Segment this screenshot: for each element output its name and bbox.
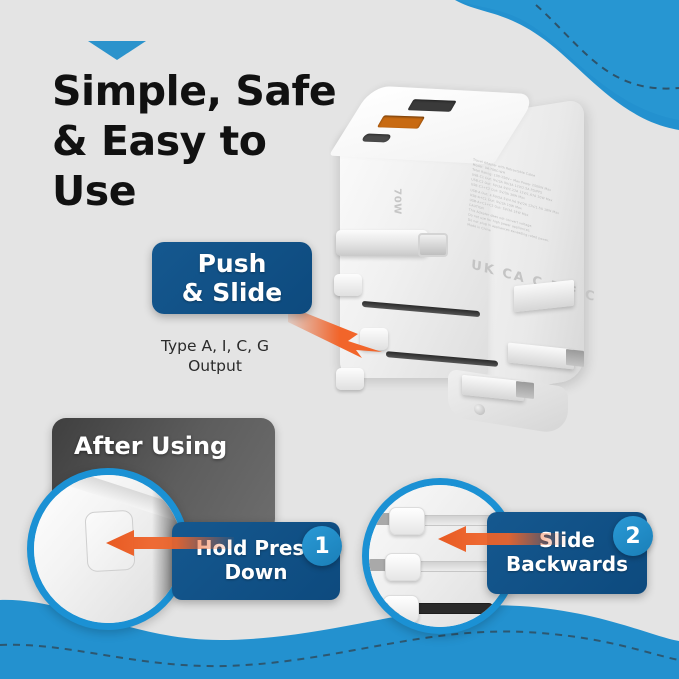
badge-push-slide-label: Push & Slide (181, 248, 283, 308)
step-2-tab-1 (371, 513, 393, 525)
arrow-hold-press-down (106, 530, 234, 556)
step-2-knob-2 (385, 553, 421, 581)
page-title: Simple, Safe & Easy to Use (52, 67, 337, 216)
uk-plug-prong-tip-1 (566, 349, 584, 367)
badge-push-slide[interactable]: Push & Slide (152, 242, 312, 314)
step-number-2: 2 (613, 516, 653, 556)
step-2-photo-circle (362, 478, 518, 634)
arrow-slide-backwards (438, 526, 566, 552)
label-after-using: After Using (74, 432, 228, 460)
step-2-knob-1 (389, 507, 425, 535)
arrow-push-slide (288, 306, 382, 358)
wave-bottom-dashed-line (0, 630, 679, 668)
product-image-adapter: Travel Adapter with Retractable Cable Mo… (318, 78, 608, 448)
slider-knob-3 (336, 368, 364, 390)
slider-knob-2 (360, 328, 388, 350)
headline-block: Simple, Safe & Easy to Use (52, 66, 382, 216)
usb-a-port-2-orange (376, 115, 426, 129)
step-number-1: 1 (302, 526, 342, 566)
wattage-label: 70W (391, 188, 403, 215)
usb-a-port-1 (407, 99, 457, 112)
caption-output-types: Type A, I, C, G Output (160, 337, 270, 376)
slider-knob-1 (334, 274, 362, 296)
retractable-cable-plug (336, 230, 428, 256)
triangle-down-icon (88, 41, 146, 60)
step-2-knob-3 (383, 595, 419, 623)
step-2-slot-3 (379, 603, 493, 614)
wave-top-dashed-line (535, 4, 679, 90)
uk-plug-prong-tip-2 (516, 381, 534, 399)
step-2-photo (369, 485, 511, 627)
usb-c-connector-tip (418, 233, 448, 257)
